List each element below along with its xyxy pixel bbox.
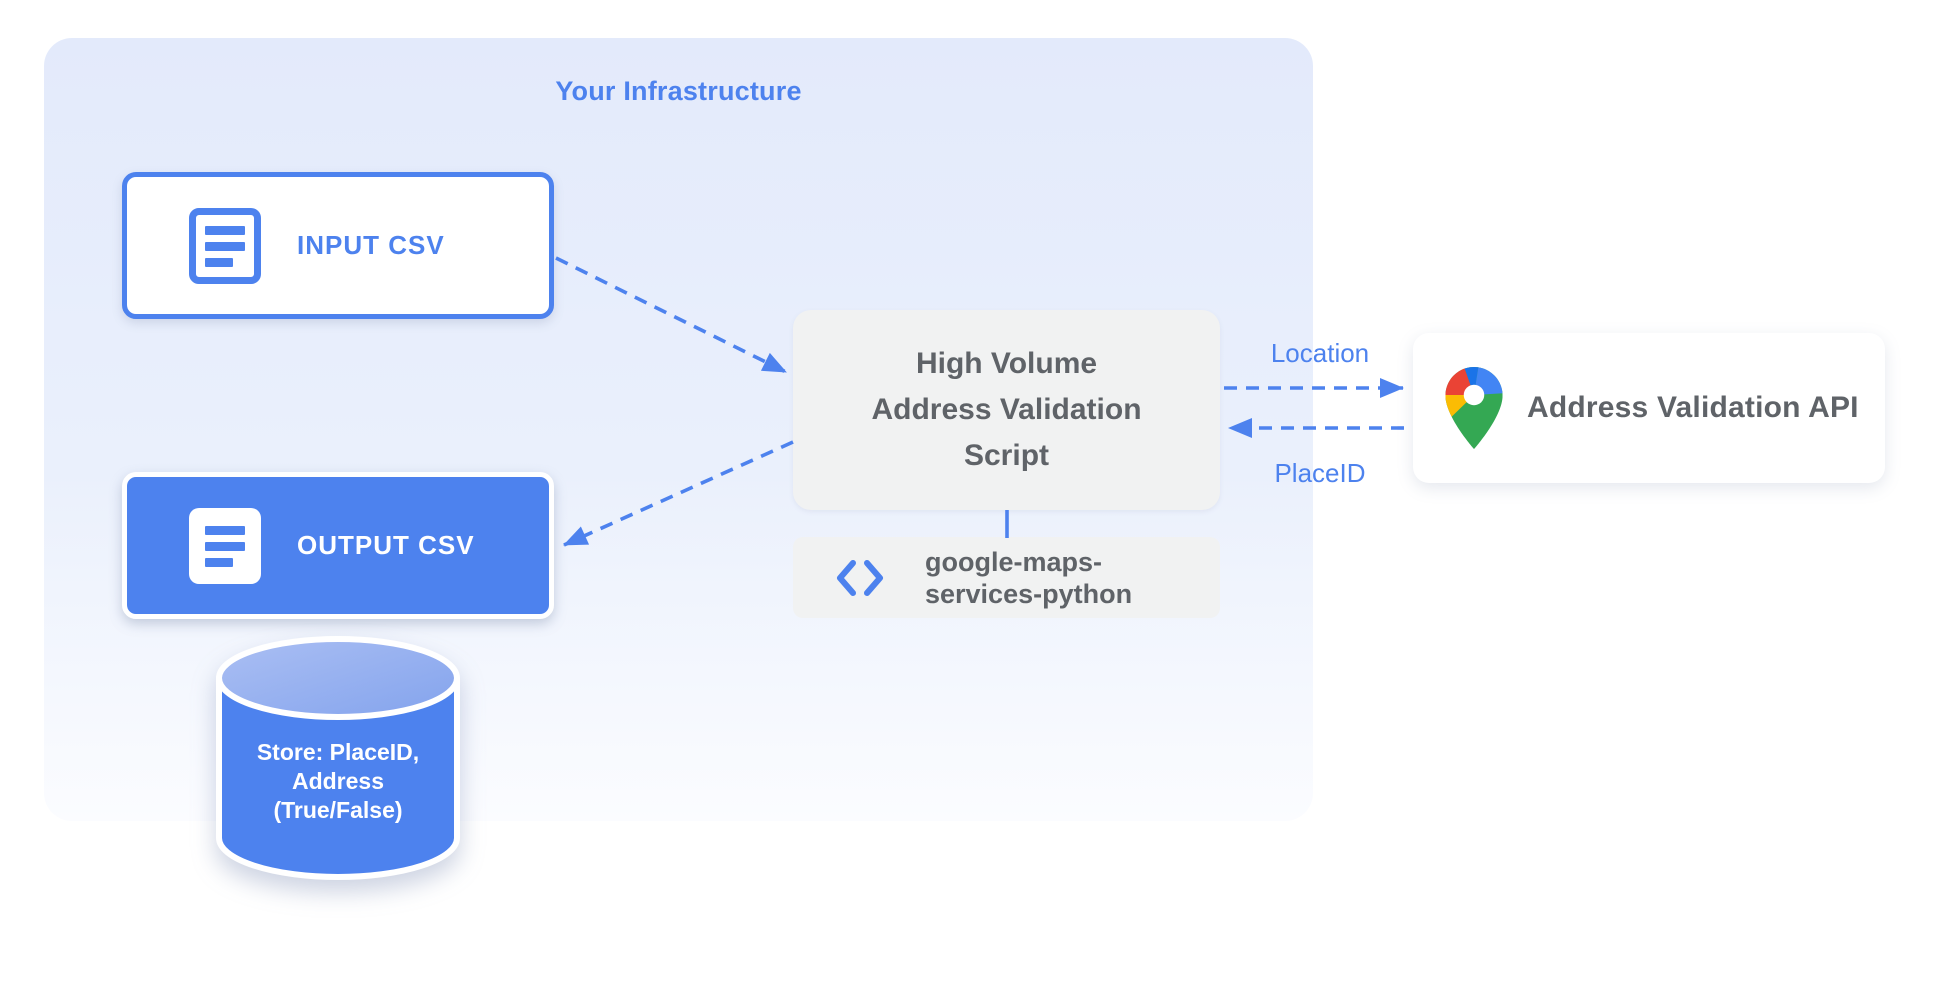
document-line [205, 225, 245, 235]
input-csv-label: INPUT CSV [297, 230, 445, 260]
document-line [205, 525, 245, 535]
library-label: google-maps- services-python [925, 546, 1132, 610]
document-line [205, 557, 233, 567]
output-csv-node: OUTPUT CSV [122, 472, 554, 619]
edge-label-placeid: PlaceID [1274, 458, 1366, 488]
document-icon [189, 507, 261, 584]
code-icon [837, 559, 883, 596]
edge-label-location: Location [1270, 338, 1370, 368]
script-label-line: Address Validation [871, 393, 1142, 426]
document-icon [189, 207, 261, 284]
infrastructure-title: Your Infrastructure [555, 76, 802, 106]
document-line [205, 257, 233, 267]
datastore-label-line: Store: PlaceID, [256, 739, 420, 765]
document-line [205, 241, 245, 251]
script-node: High Volume Address Validation Script [793, 310, 1220, 510]
library-label-line: services-python [925, 578, 1133, 609]
output-csv-label: OUTPUT CSV [297, 530, 475, 560]
datastore-cylinder [216, 636, 460, 880]
library-label-line: google-maps- [925, 546, 1103, 577]
script-label-line: High Volume [915, 347, 1098, 380]
cylinder-lid [216, 636, 460, 720]
document-line [205, 541, 245, 551]
cylinder-body [216, 678, 460, 880]
library-node: google-maps- services-python [793, 537, 1220, 618]
google-maps-pin-icon [1445, 367, 1503, 449]
api-node: Address Validation API [1413, 333, 1885, 483]
datastore-label-line: (True/False) [273, 797, 403, 823]
datastore-label: Store: PlaceID, Address (True/False) [218, 738, 458, 825]
api-label: Address Validation API [1527, 391, 1859, 424]
script-label-line: Script [963, 439, 1050, 472]
datastore-label-line: Address [291, 768, 385, 794]
input-csv-node: INPUT CSV [122, 172, 554, 319]
